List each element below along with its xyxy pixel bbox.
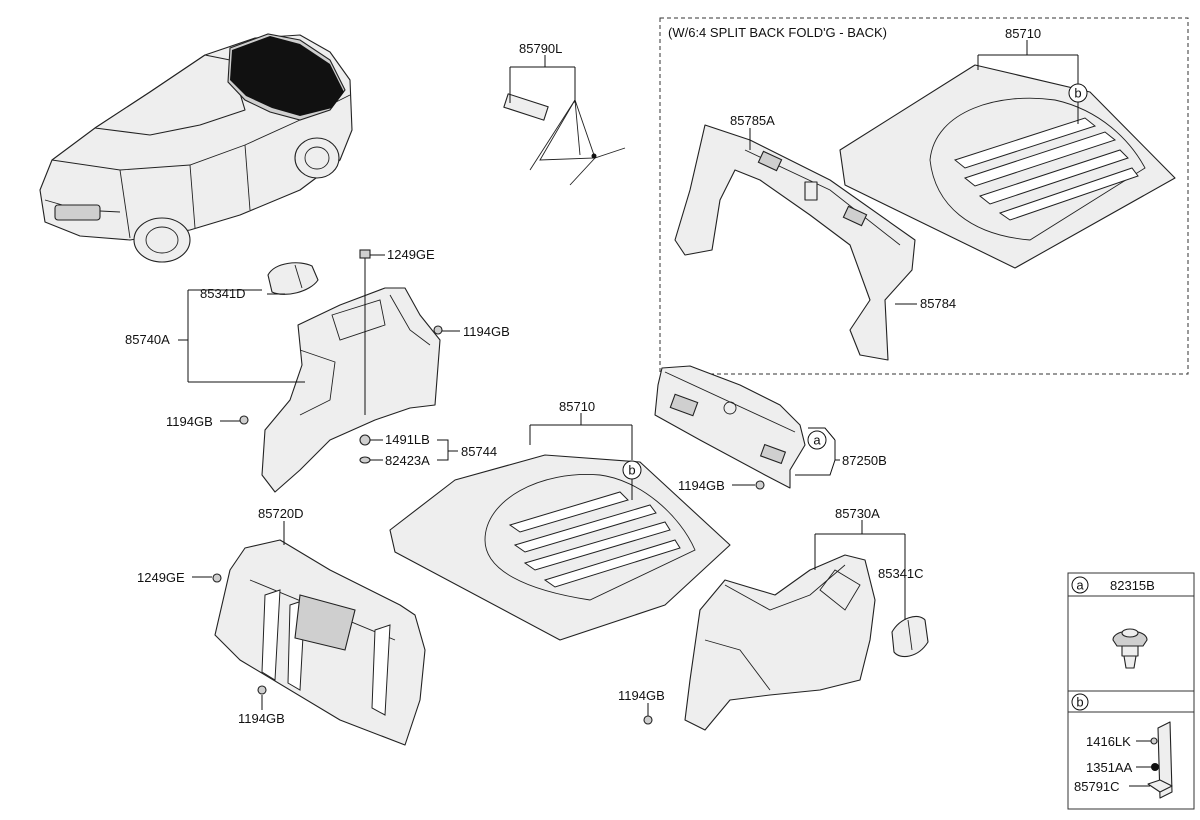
label-1194GB-d: 1194GB [238, 711, 285, 726]
svg-text:82315B: 82315B [1110, 578, 1155, 593]
svg-text:a: a [813, 433, 821, 448]
right-side-trim-85730A [643, 554, 929, 731]
bracket-85791C-icon [1147, 721, 1173, 799]
left-side-trim-85740A [261, 262, 441, 493]
trunk-mat-top [839, 64, 1176, 269]
label-1194GB-a: 1194GB [463, 324, 510, 339]
clip-82315B-icon [1112, 628, 1148, 669]
vehicle-illustration [39, 33, 353, 263]
label-85341C: 85341C [878, 566, 924, 581]
callout-b-top: b [1068, 83, 1088, 103]
trunk-partition-panel [674, 124, 916, 361]
label-1194GB-e: 1194GB [618, 688, 665, 703]
label-1194GB-c: 1194GB [678, 478, 725, 493]
warning-triangle-85790L [503, 93, 626, 186]
label-85710-mid: 85710 [559, 399, 595, 414]
svg-text:a: a [1076, 578, 1084, 593]
part-labels: (W/6:4 SPLIT BACK FOLD'G - BACK) 85790L … [125, 25, 1041, 726]
label-85720D: 85720D [258, 506, 304, 521]
svg-text:85791C: 85791C [1074, 779, 1120, 794]
label-85744: 85744 [461, 444, 497, 459]
svg-text:b: b [628, 463, 635, 478]
fasteners-left [239, 249, 443, 464]
svg-text:1351AA: 1351AA [1086, 760, 1133, 775]
label-85730A: 85730A [835, 506, 880, 521]
label-85785A: 85785A [730, 113, 775, 128]
label-85710-top: 85710 [1005, 26, 1041, 41]
svg-text:b: b [1076, 695, 1083, 710]
label-85790L: 85790L [519, 41, 562, 56]
legend-box-a: a 82315B [1067, 572, 1195, 692]
label-1194GB-b: 1194GB [166, 414, 213, 429]
svg-text:1416LK: 1416LK [1086, 734, 1131, 749]
legend-box-b: b 1416LK 1351AA 85791C [1067, 690, 1195, 810]
variant-note: (W/6:4 SPLIT BACK FOLD'G - BACK) [668, 25, 887, 40]
label-1491LB: 1491LB [385, 432, 430, 447]
trunk-mat-middle [389, 454, 731, 641]
trunk-sill-plate-87250B [654, 365, 806, 490]
label-87250B: 87250B [842, 453, 887, 468]
label-82423A: 82423A [385, 453, 430, 468]
leader-lines [178, 40, 1079, 716]
label-85784: 85784 [920, 296, 956, 311]
label-1249GE-low: 1249GE [137, 570, 185, 585]
label-1249GE-top: 1249GE [387, 247, 435, 262]
front-trim-85720D [212, 539, 426, 746]
label-85740A: 85740A [125, 332, 170, 347]
callout-b-mid: b [622, 460, 642, 480]
variant-boundary-box [659, 17, 1189, 375]
callout-a-sill: a [807, 430, 827, 450]
label-85341D: 85341D [200, 286, 246, 301]
svg-text:b: b [1074, 86, 1081, 101]
